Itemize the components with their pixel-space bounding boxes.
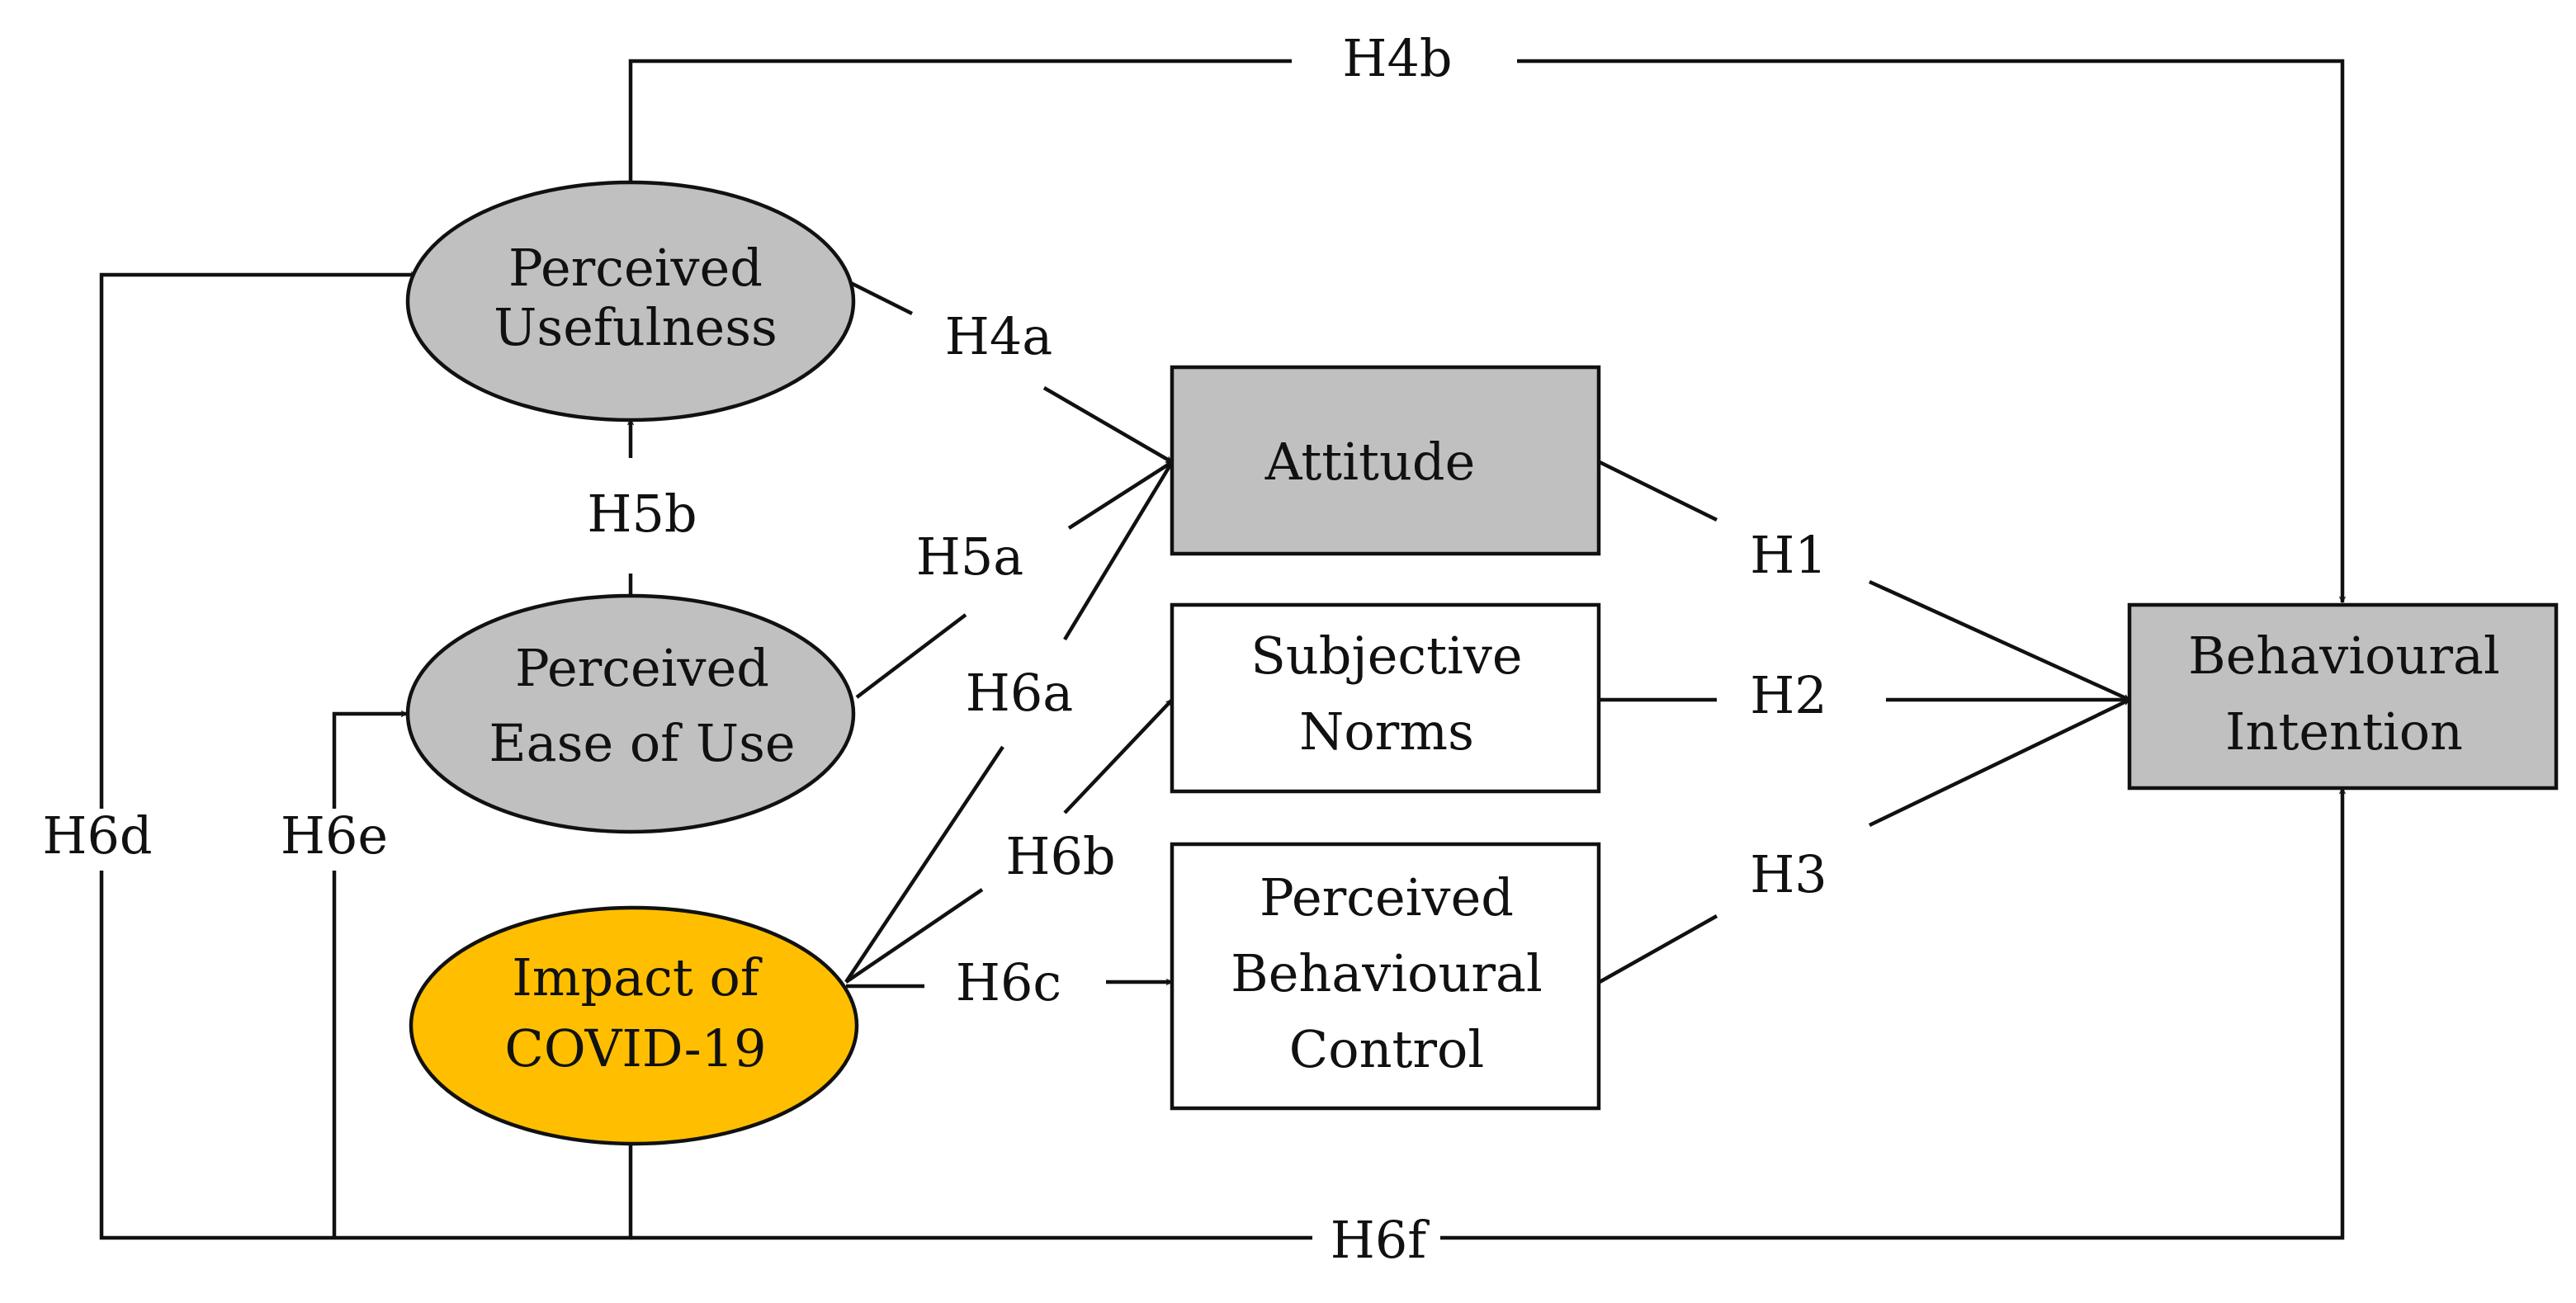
- label-h6e: H6e: [281, 805, 388, 866]
- behavioural-intention-label-2: Intention: [2225, 701, 2463, 762]
- edge-h6a: [1063, 460, 1174, 641]
- label-h6c: H6c: [956, 952, 1061, 1013]
- node-attitude: Attitude: [1170, 365, 1601, 556]
- perceived-behavioural-control-label-1: Perceived: [1260, 867, 1514, 928]
- node-perceived-usefulness: Perceived Usefulness: [405, 180, 856, 423]
- label-h6a: H6a: [966, 663, 1073, 723]
- edge-h1: [1869, 579, 2131, 702]
- label-h4a: H4a: [945, 306, 1052, 366]
- impact-of-covid-19-label-2: COVID-19: [504, 1018, 766, 1079]
- edge-h6e: [332, 714, 407, 1238]
- edge-h4b: [628, 59, 2342, 602]
- attitude-label: Attitude: [1264, 432, 1476, 492]
- node-behavioural-intention: Behavioural Intention: [2127, 602, 2559, 791]
- edge-h5a-start: [855, 613, 967, 699]
- behavioural-intention-shape: [2127, 602, 2559, 791]
- perceived-ease-of-use-shape: [405, 593, 856, 834]
- label-h6b: H6b: [1005, 826, 1115, 886]
- node-perceived-behavioural-control: Perceived Behavioural Control: [1170, 842, 1601, 1111]
- subjective-norms-label-1: Subjective: [1250, 626, 1522, 686]
- subjective-norms-label-2: Norms: [1299, 701, 1474, 762]
- edge-h3-start: [1598, 914, 1718, 984]
- edge-h4a-start: [844, 278, 914, 316]
- label-h3: H3: [1750, 844, 1827, 904]
- node-perceived-ease-of-use: Perceived Ease of Use: [405, 593, 856, 834]
- label-h6d: H6d: [42, 805, 152, 866]
- edge-h4a: [1042, 386, 1174, 464]
- subjective-norms-shape: [1170, 602, 1601, 794]
- edge-h5a: [1067, 460, 1174, 530]
- perceived-usefulness-label-1: Perceived: [508, 238, 763, 298]
- perceived-ease-of-use-label-2: Ease of Use: [489, 713, 795, 773]
- perceived-behavioural-control-shape: [1170, 842, 1601, 1111]
- edge-h6b: [1063, 698, 1174, 814]
- label-h2: H2: [1750, 665, 1827, 725]
- perceived-ease-of-use-label-1: Perceived: [515, 638, 769, 698]
- label-h4b: H4b: [1342, 28, 1452, 88]
- node-subjective-norms: Subjective Norms: [1170, 602, 1601, 794]
- perceived-behavioural-control-label-3: Control: [1289, 1019, 1484, 1079]
- impact-of-covid-19-label-1: Impact of: [512, 947, 763, 1008]
- label-h1: H1: [1750, 525, 1827, 585]
- edge-h6f: [631, 788, 2342, 1240]
- edge-h6b-start: [844, 888, 984, 984]
- perceived-behavioural-control-label-2: Behavioural: [1231, 943, 1543, 1003]
- edge-h3: [1869, 697, 2131, 828]
- edge-h6d: [99, 275, 633, 1240]
- perceived-usefulness-label-2: Usefulness: [494, 297, 778, 357]
- edge-h6a-start: [844, 745, 1004, 984]
- impact-of-covid-19-shape: [409, 905, 859, 1146]
- perceived-usefulness-shape: [405, 180, 856, 423]
- edge-h1-start: [1599, 460, 1718, 522]
- label-h5a: H5a: [916, 526, 1023, 587]
- label-h5b: H5b: [587, 484, 697, 544]
- label-h6f: H6f: [1331, 1210, 1430, 1270]
- attitude-shape: [1170, 365, 1601, 556]
- behavioural-intention-label-1: Behavioural: [2188, 626, 2500, 686]
- node-impact-of-covid-19: Impact of COVID-19: [409, 905, 859, 1146]
